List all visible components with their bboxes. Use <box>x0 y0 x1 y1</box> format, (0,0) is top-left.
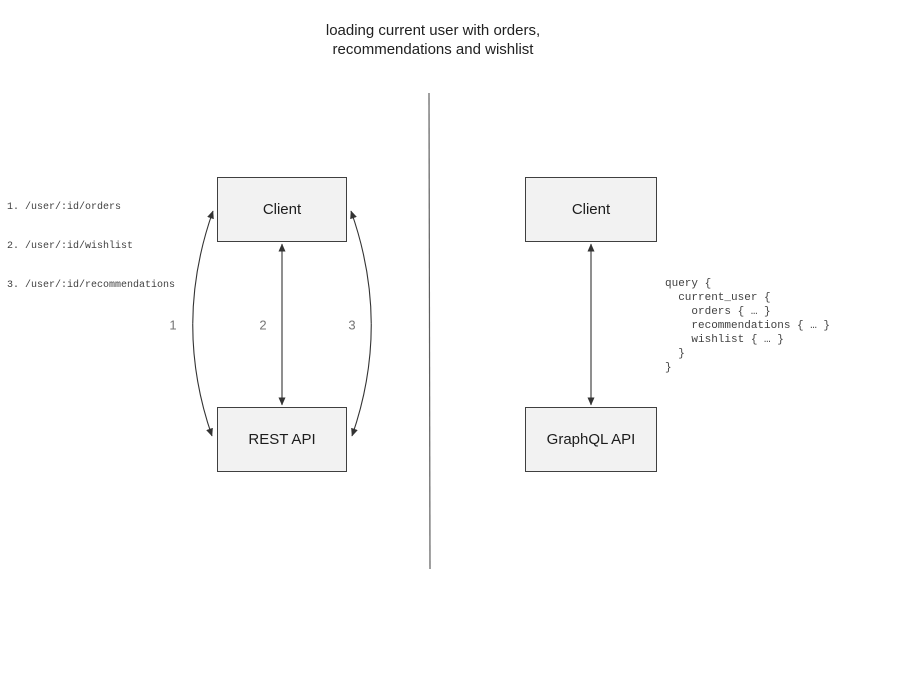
graphql-api-label: GraphQL API <box>546 431 636 448</box>
graphql-client-label: Client <box>571 201 611 218</box>
endpoint-item-recommendations: 3. /user/:id/recommendations <box>7 280 176 291</box>
panel-divider-line <box>428 92 431 570</box>
rest-api-label: REST API <box>248 431 316 448</box>
rest-endpoint-list: 1. /user/:id/orders 2. /user/:id/wishlis… <box>7 175 175 318</box>
rest-arrow-1-upper <box>192 210 214 324</box>
graphql-client-box: Client <box>525 177 657 242</box>
rest-client-box: Client <box>217 177 347 242</box>
rest-client-label: Client <box>262 201 302 218</box>
rest-api-box: REST API <box>217 407 347 472</box>
endpoint-item-wishlist: 2. /user/:id/wishlist <box>7 241 134 252</box>
rest-arrow-2-label: 2 <box>259 317 267 333</box>
rest-arrow-3-upper <box>350 210 372 324</box>
graphql-query-text: query { current_user { orders { … } reco… <box>665 278 831 374</box>
endpoint-item-orders: 1. /user/:id/orders <box>7 202 122 213</box>
rest-arrow-1-lower <box>192 323 213 437</box>
rest-arrow-3-label: 3 <box>348 317 356 333</box>
rest-arrow-3-lower <box>351 323 372 437</box>
graphql-api-box: GraphQL API <box>525 407 657 472</box>
rest-arrow-1-label: 1 <box>169 317 177 333</box>
diagram-title: loading current user with orders, recomm… <box>325 22 541 58</box>
